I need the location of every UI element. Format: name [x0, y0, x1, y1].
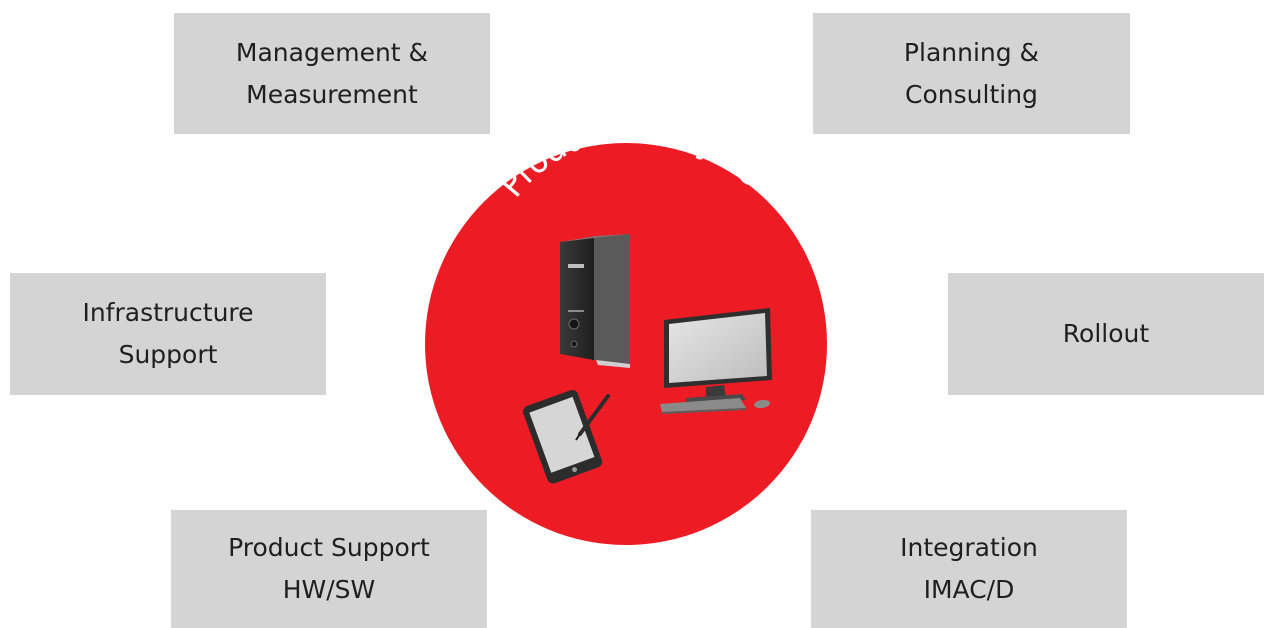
- management-measurement-box: Management & Measurement: [174, 13, 490, 134]
- integration-imacd-box: Integration IMAC/D: [811, 510, 1127, 628]
- desktop-monitor-icon: [664, 308, 772, 404]
- infrastructure-support-box: Infrastructure Support: [10, 273, 326, 395]
- rollout-box: Rollout: [948, 273, 1264, 395]
- hub-graphic: Product Lifecycle: [425, 142, 827, 545]
- keyboard-icon: [660, 398, 746, 414]
- tablet-with-stylus-icon: [523, 389, 610, 484]
- product-support-box: Product Support HW/SW: [171, 510, 487, 628]
- tower-pc-icon: [560, 234, 630, 368]
- mouse-icon: [754, 399, 770, 409]
- planning-consulting-box: Planning & Consulting: [813, 13, 1130, 134]
- product-lifecycle-hub: Product Lifecycle: [424, 142, 828, 546]
